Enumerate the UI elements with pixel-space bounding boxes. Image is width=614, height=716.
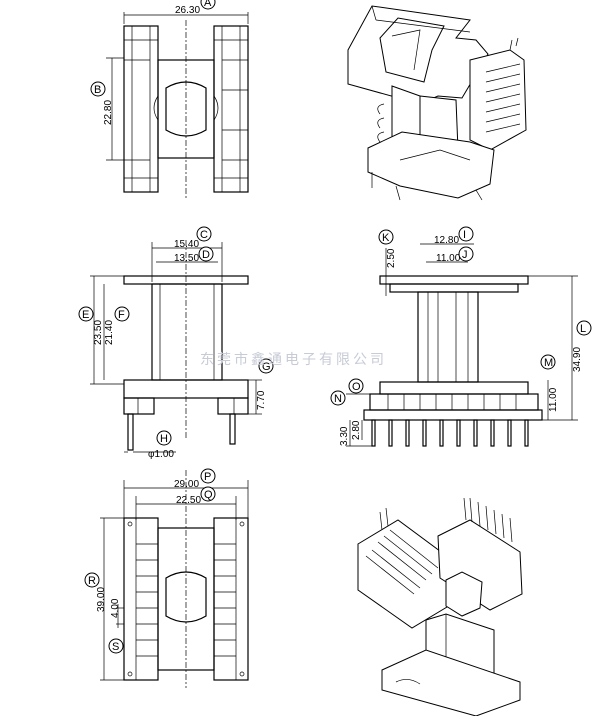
callout-g: G: [262, 361, 271, 373]
top-left-bracket: [123, 25, 159, 193]
isometric-view-bottom: [357, 497, 523, 716]
callout-e: E: [82, 309, 89, 321]
dim-side-pin-a: 3.30: [339, 426, 350, 446]
dim-side-inner-width: 11.00: [436, 253, 461, 264]
callout-l-circle: [576, 320, 592, 336]
callout-k-circle: [378, 229, 394, 245]
dim-bottom-height: 39.00: [96, 587, 107, 612]
callout-s: S: [112, 641, 119, 653]
callout-g-circle: [258, 358, 274, 374]
dim-front-total-height: 23.50: [93, 320, 104, 345]
callout-m: M: [544, 357, 553, 369]
callout-k: K: [382, 232, 390, 244]
callout-n: N: [334, 393, 342, 405]
dim-front-inner-height: 21.40: [104, 320, 115, 345]
dim-side-flange-thickness: 2.50: [386, 248, 397, 268]
callout-i: I: [463, 229, 466, 241]
callout-h: H: [160, 433, 168, 445]
callout-f: F: [118, 309, 125, 321]
dim-front-pin-dia: φ1.00: [148, 449, 174, 460]
callout-i-circle: [458, 226, 474, 242]
watermark-text: 东莞市鑫通电子有限公司: [200, 351, 387, 368]
callout-j-circle: [458, 246, 474, 262]
dim-top-height: 22.80: [103, 100, 114, 125]
callout-a: A: [204, 0, 212, 9]
dim-front-outer-width: 15.40: [174, 239, 199, 250]
dim-top-width: 26.30: [175, 5, 200, 16]
front-pin-left: [127, 413, 134, 451]
dim-bottom-pitch: 4.00: [110, 598, 121, 618]
callout-e-circle: [78, 306, 94, 322]
isometric-view-top: [347, 5, 527, 201]
callout-l: L: [580, 323, 586, 335]
callout-b-circle: [90, 81, 106, 97]
side-pins: [371, 419, 529, 447]
dim-side-total-height: 34.90: [572, 347, 583, 372]
side-view: K 2.50 12.80 I 11.00 J: [200, 226, 592, 447]
side-tube: [417, 291, 479, 383]
callout-n-circle: [330, 390, 346, 406]
callout-c-circle: [196, 226, 212, 242]
top-core: [165, 81, 207, 137]
callout-m-circle: [540, 354, 556, 370]
front-view: 15.40 C 13.50 D 23.50 21.40 E F: [78, 226, 274, 460]
bottom-core: [165, 571, 207, 623]
side-base: [379, 381, 529, 395]
dim-bottom-width: 29.00: [174, 479, 199, 490]
callout-o-circle: [348, 378, 364, 394]
dim-side-base-height: 11.00: [548, 387, 559, 412]
callout-q: Q: [204, 489, 213, 501]
callout-p: P: [204, 471, 211, 483]
callout-f-circle: [114, 306, 130, 322]
callout-b: B: [94, 84, 101, 96]
callout-j: J: [462, 249, 468, 261]
top-view: 26.30 A 22.80 B: [90, 0, 249, 200]
callout-c: C: [200, 229, 208, 241]
dim-side-outer-width: 12.80: [434, 235, 459, 246]
callout-o: O: [352, 381, 361, 393]
callout-d-circle: [198, 246, 214, 262]
dim-side-pin-b: 2.80: [351, 420, 362, 440]
callout-q-circle: [200, 486, 216, 502]
bottom-view: P 29.00 Q 22.50: [84, 468, 249, 688]
callout-r: R: [88, 575, 96, 587]
top-right-bracket: [213, 25, 249, 193]
dim-bottom-inner-width: 22.50: [176, 495, 201, 506]
callout-a-circle: [200, 0, 216, 10]
dim-front-pin-length: 7.70: [256, 390, 267, 410]
callout-p-circle: [200, 468, 216, 484]
callout-r-circle: [84, 572, 100, 588]
callout-h-circle: [156, 430, 172, 446]
dim-front-inner-width: 13.50: [174, 253, 199, 264]
bottom-pin-holes: [127, 521, 245, 677]
callout-d: D: [202, 249, 210, 261]
callout-s-circle: [108, 638, 124, 654]
front-pin-right: [229, 413, 236, 445]
